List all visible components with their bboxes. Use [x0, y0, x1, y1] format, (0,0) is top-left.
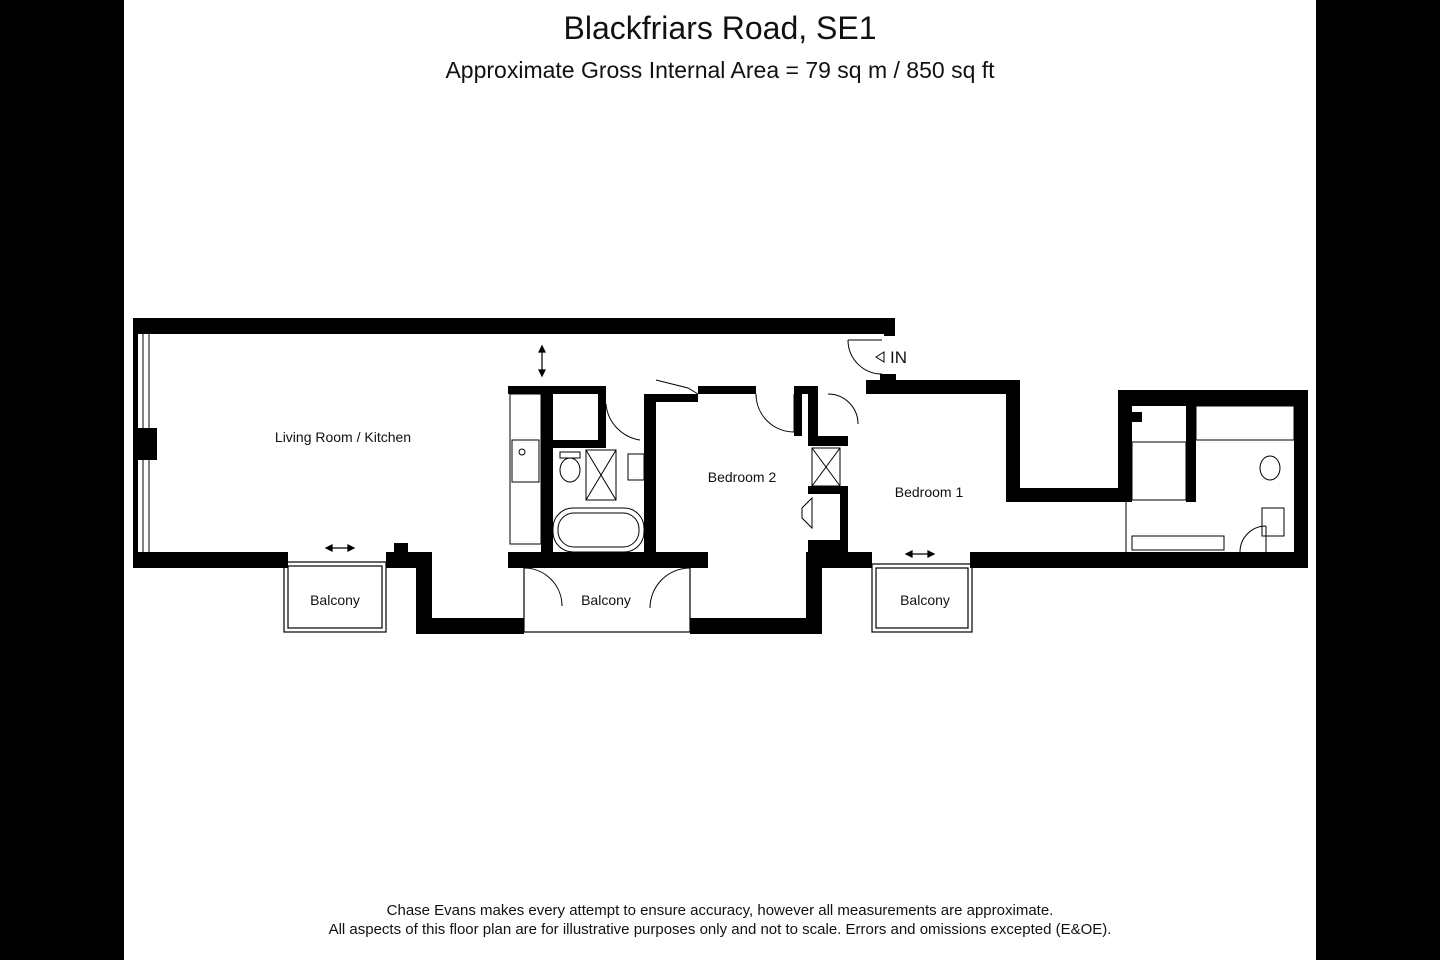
walls — [133, 318, 1308, 634]
window-lines — [142, 334, 150, 552]
slide-arrows — [324, 344, 936, 558]
room-label-balcony-2: Balcony — [581, 592, 631, 608]
entrance-arrow-icon — [875, 351, 885, 363]
plan-title: Blackfriars Road, SE1 — [563, 10, 877, 46]
room-label-balcony-1: Balcony — [310, 592, 360, 608]
disclaimer-line-1: Chase Evans makes every attempt to ensur… — [386, 902, 1054, 919]
room-label-bedroom1: Bedroom 1 — [895, 484, 964, 500]
room-label-balcony-3: Balcony — [900, 592, 950, 608]
room-label-living: Living Room / Kitchen — [275, 429, 411, 445]
area-subtitle: Approximate Gross Internal Area = 79 sq … — [445, 57, 995, 83]
disclaimer-line-2: All aspects of this floor plan are for i… — [328, 921, 1112, 938]
plan-sheet — [124, 0, 1316, 960]
entrance-label: IN — [890, 348, 907, 367]
doors — [523, 339, 1267, 609]
fixtures — [509, 393, 1295, 553]
room-label-bedroom2: Bedroom 2 — [708, 469, 777, 485]
